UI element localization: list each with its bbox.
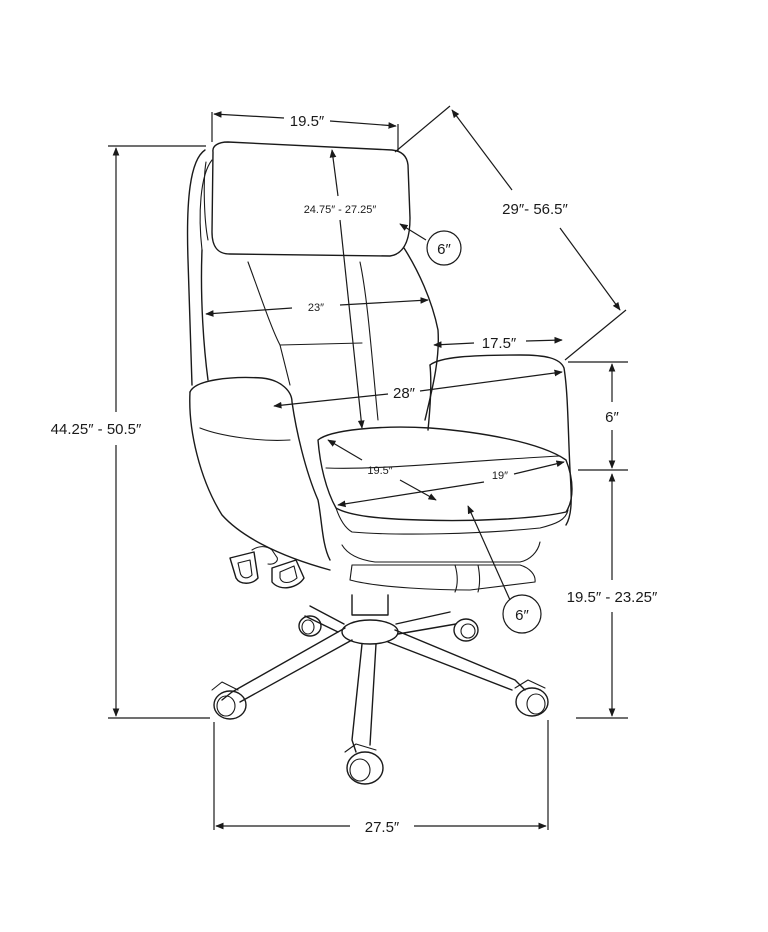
- overall-width-label: 28″: [393, 385, 416, 402]
- base-width-label: 27.5″: [365, 819, 400, 836]
- arm-length-label: 17.5″: [482, 335, 517, 352]
- chair-outline: [186, 141, 573, 785]
- headrest-to-seat-label: 24.75″ - 27.25″: [304, 204, 377, 216]
- footrest-height-bubble: [502, 594, 542, 634]
- seat-width-label: 19″: [492, 470, 508, 482]
- footrest-height-label: 6″: [515, 607, 529, 624]
- dimension-lines: [108, 105, 628, 830]
- headrest-thickness-bubble: [426, 230, 462, 266]
- arm-height-label: 6″: [605, 409, 619, 426]
- back-width-label: 23″: [308, 302, 324, 314]
- seat-depth-label: 19.5″: [367, 465, 392, 477]
- seat-height-label: 19.5″ - 23.25″: [567, 589, 658, 606]
- caster-left: [211, 681, 247, 720]
- caster-front: [344, 743, 384, 785]
- overall-height-label: 44.25″ - 50.5″: [51, 421, 142, 438]
- recline-depth-label: 29″- 56.5″: [502, 201, 568, 218]
- headrest-thickness-label: 6″: [437, 241, 451, 258]
- caster-right: [514, 679, 549, 717]
- top-width-label: 19.5″: [290, 113, 325, 130]
- caster-back-right: [453, 618, 479, 642]
- caster-back-left: [298, 615, 322, 637]
